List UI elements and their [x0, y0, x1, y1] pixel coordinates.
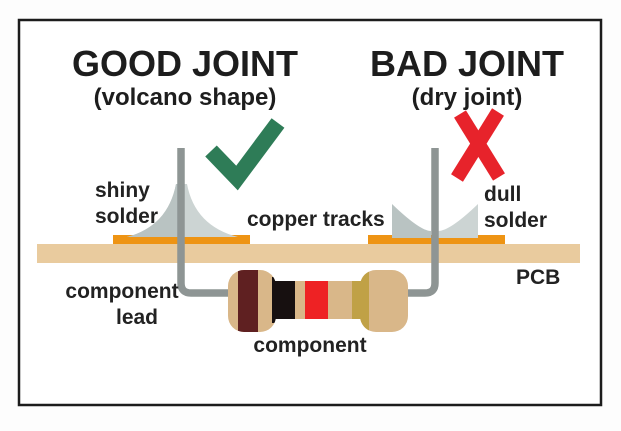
shiny-solder-label-line2: solder — [95, 205, 158, 228]
component-lead-left — [177, 148, 240, 297]
dull-solder-label-line2: solder — [484, 209, 547, 232]
resistor-component — [228, 270, 408, 332]
copper-tracks-label: copper tracks — [247, 208, 385, 231]
resistor-right-cap — [360, 270, 408, 332]
diagram-frame — [17, 18, 603, 407]
dry-solder-left-wing — [392, 204, 431, 238]
component-lead-right — [396, 148, 439, 297]
resistor-band-gold — [352, 270, 369, 332]
check-icon — [205, 118, 285, 191]
resistor-band-brown — [238, 270, 258, 332]
pcb-label: PCB — [516, 266, 560, 289]
pcb-board — [37, 244, 580, 263]
dry-solder-right-wing — [438, 204, 478, 238]
bad-joint-title: BAD JOINT — [370, 43, 564, 84]
annotation-labels: shiny solder copper tracks dull solder c… — [65, 179, 560, 357]
good-joint-subtitle: (volcano shape) — [94, 84, 277, 111]
bad-solder-wings — [392, 204, 478, 238]
resistor-band-red — [305, 277, 328, 323]
cross-stroke-2 — [451, 108, 504, 182]
shiny-solder-label-line1: shiny — [95, 179, 150, 202]
component-lead-label-line1: component — [65, 280, 178, 303]
component-lead-label-line2: lead — [116, 306, 158, 329]
bad-joint-subtitle: (dry joint) — [412, 84, 523, 111]
cross-icon — [451, 108, 505, 182]
volcano-solder-shadow — [127, 184, 181, 237]
good-joint-title: GOOD JOINT — [72, 43, 298, 84]
component-label: component — [253, 334, 366, 357]
resistor-band-black — [272, 277, 295, 323]
dull-solder-label-line1: dull — [484, 183, 521, 206]
